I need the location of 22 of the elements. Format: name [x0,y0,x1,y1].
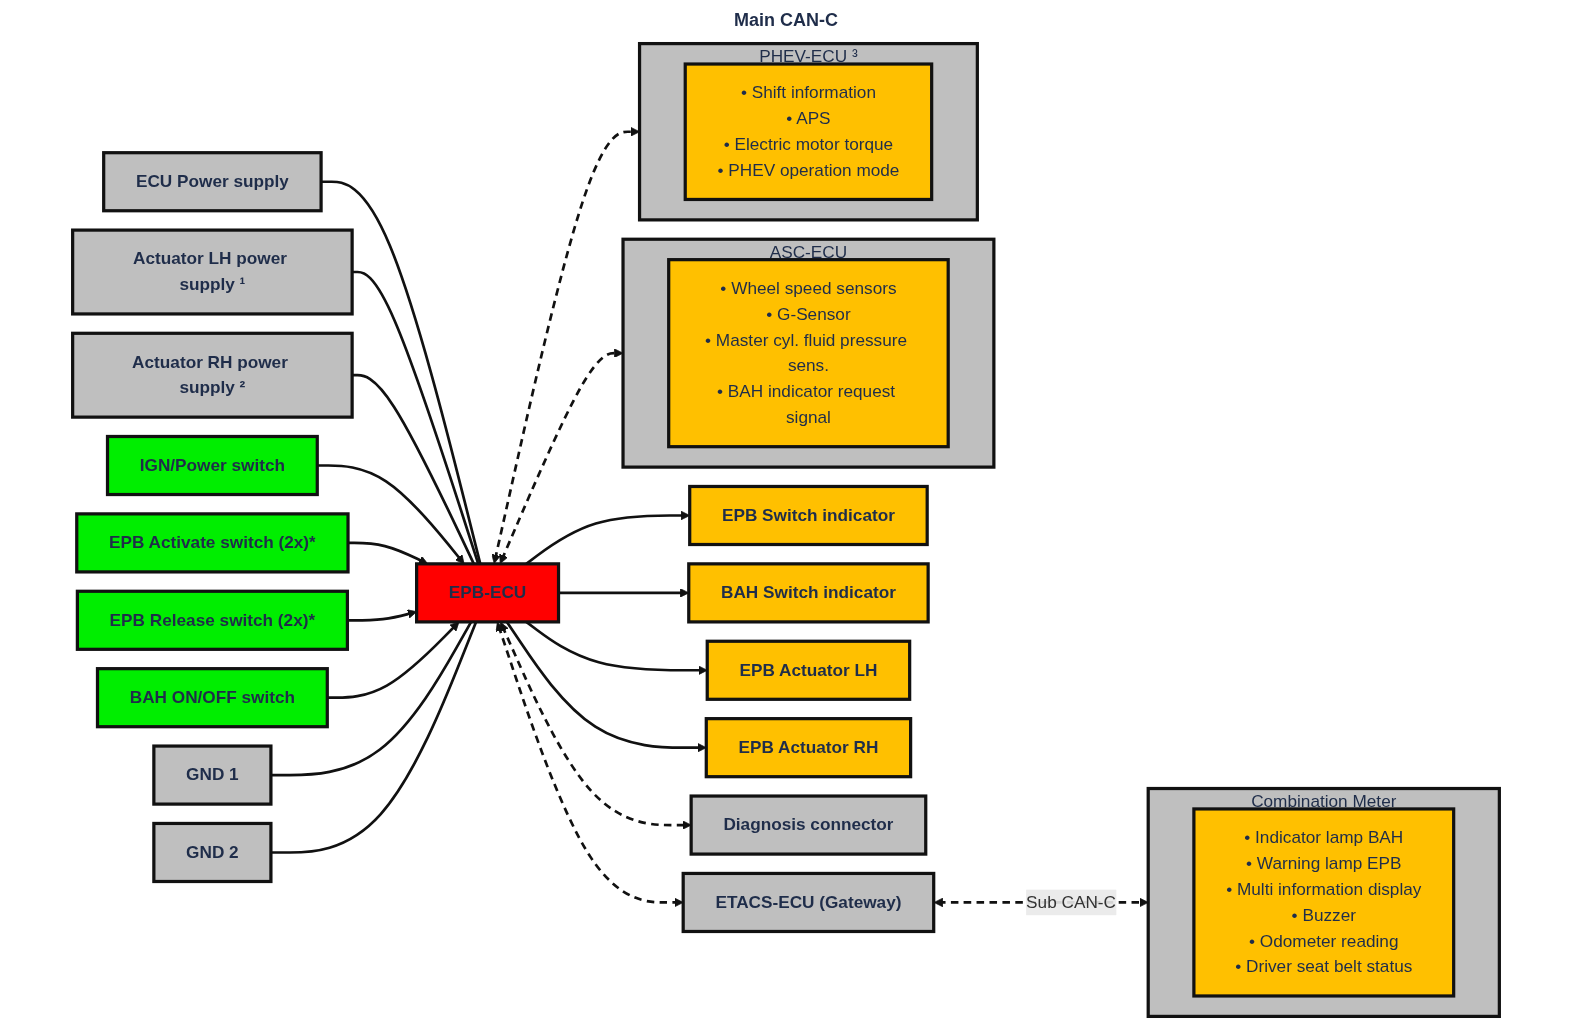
node-box: EPB Activate switch (2x)* [75,512,350,574]
node-box: ECU Power supply [102,151,323,213]
node-box: EPB Switch indicator [688,484,929,547]
node-box: EPB Actuator RH [704,717,913,779]
node-box: • Indicator lamp BAH • Warning lamp EPB • Multi information display • Buzzer • Odometer reading • Driver seat belt status [1192,807,1456,998]
node-box: Actuator RH power supply ² [71,331,354,419]
node-box: • Wheel speed sensors • G-Sensor • Master cyl. fluid pressure sens. • BAH indicator request signal [667,258,950,449]
node-box: BAH ON/OFF switch [95,667,329,729]
node-box: GND 2 [152,821,273,884]
node-box: ETACS-ECU (Gateway) [681,871,936,934]
node-box: EPB Release switch (2x)* [75,589,349,651]
node-box: GND 1 [152,744,273,806]
node-box: Diagnosis connector [689,794,928,856]
bus-label: Main CAN-C [734,10,838,30]
node-box: EPB-ECU [415,562,561,624]
node-box: Actuator LH power supply ¹ [71,228,354,316]
edge-label: Sub CAN-C [1026,892,1116,912]
node-box: BAH Switch indicator [687,562,930,624]
arrow [505,621,707,753]
node-box: • Shift information • APS • Electric motor torque • PHEV operation mode [683,62,934,202]
node-box: EPB Actuator LH [705,639,912,701]
node-box: IGN/Power switch [105,434,319,497]
